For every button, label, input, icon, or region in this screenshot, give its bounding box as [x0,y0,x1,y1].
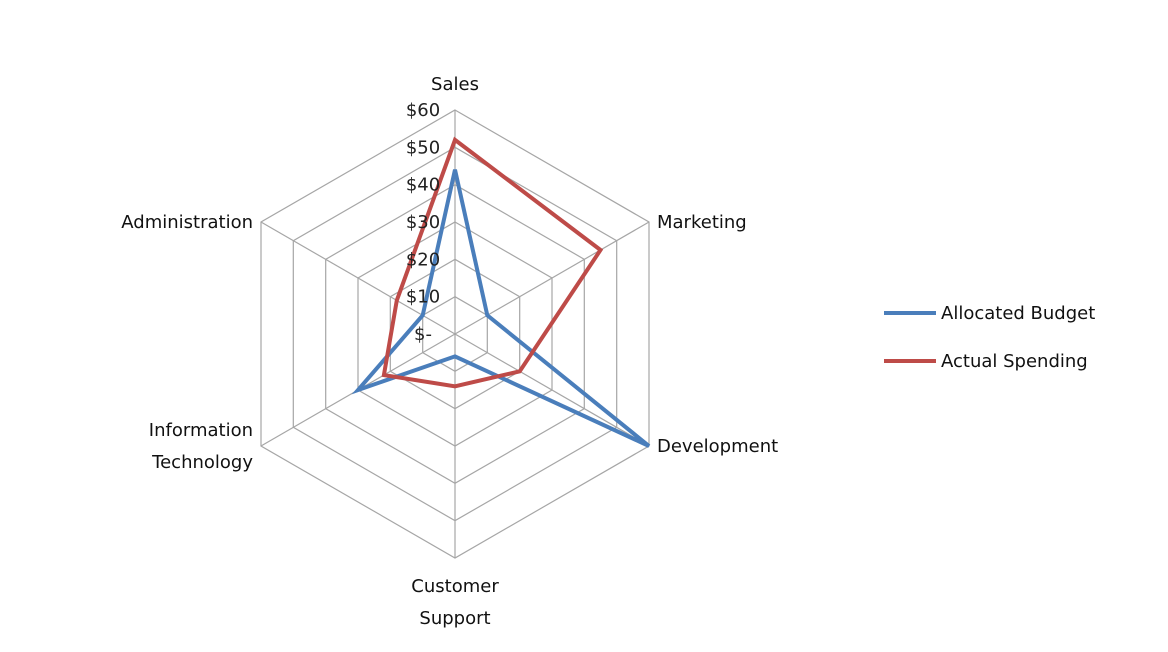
legend-label: Actual Spending [941,351,1088,372]
radial-tick-label: $10 [406,287,440,308]
category-label: Marketing [657,212,747,233]
legend-label: Allocated Budget [941,303,1095,324]
radial-tick-label: $50 [406,137,440,158]
radial-tick-label: $20 [406,249,440,270]
category-label: Development [657,436,778,457]
spoke-line [454,333,650,447]
radial-tick-label: $30 [406,212,440,233]
radial-tick-label: $40 [406,175,440,196]
radial-tick-label: $- [414,324,432,345]
radial-tick-label: $60 [406,100,440,121]
category-label: Administration [121,212,253,233]
radar-series [351,136,651,448]
series-line-actual-spending [381,136,604,389]
series-line-allocated-budget [351,169,651,448]
radial-tick-labels: $- $10 $20 $30 $40 $50 $60 [406,100,440,345]
category-label: Sales [431,74,479,95]
